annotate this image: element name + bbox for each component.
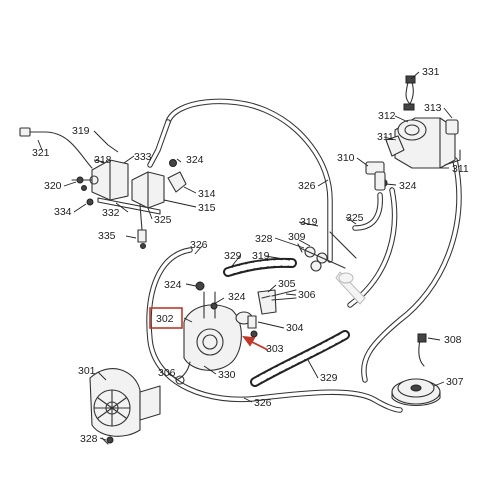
label-309: 309 — [288, 231, 306, 243]
thermostat-305 — [257, 289, 277, 315]
label-315: 315 — [198, 202, 216, 214]
label-311: 311 — [452, 163, 469, 175]
fitting-335 — [137, 204, 147, 249]
valve-block-309 — [297, 231, 357, 272]
label-324: 324 — [186, 154, 204, 166]
label-324: 324 — [228, 291, 246, 303]
label-319: 319 — [252, 250, 270, 262]
label-324: 324 — [164, 279, 182, 291]
label-331: 331 — [422, 66, 440, 78]
label-329: 329 — [224, 250, 242, 262]
label-304: 304 — [286, 322, 304, 334]
label-332: 332 — [102, 207, 120, 219]
label-305: 305 — [278, 278, 296, 290]
seal-304 — [235, 311, 258, 338]
label-319: 319 — [72, 125, 90, 137]
label-314: 314 — [198, 188, 216, 200]
label-328: 328 — [80, 433, 98, 445]
hose-329-upper — [223, 257, 297, 277]
heater-302 — [175, 281, 242, 385]
solenoid-valve-left — [71, 159, 129, 201]
leader-lines — [37, 71, 453, 441]
part-labels: 331 312 313 311 311 310 324 319 321 318 … — [32, 66, 469, 445]
connector-faded — [335, 271, 366, 305]
flowmeter-307 — [391, 378, 441, 407]
label-326: 326 — [298, 180, 316, 192]
label-326: 326 — [254, 397, 272, 409]
label-326: 326 — [190, 239, 208, 251]
label-330: 330 — [218, 369, 236, 381]
label-306: 306 — [298, 289, 316, 301]
hose-326-upper — [147, 98, 333, 263]
fan-301 — [89, 368, 161, 445]
label-312: 312 — [378, 110, 396, 122]
hose-325-right — [352, 192, 383, 231]
label-320: 320 — [44, 180, 62, 192]
hose-326-lower — [146, 247, 403, 413]
sensor-321 — [19, 127, 93, 169]
pump-connector-331 — [403, 75, 416, 111]
label-324: 324 — [399, 180, 417, 192]
label-306: 306 — [158, 367, 176, 379]
connector-308 — [417, 333, 427, 367]
wire-306 — [271, 289, 297, 301]
label-303: 303 — [266, 343, 284, 355]
label-319: 319 — [300, 216, 318, 228]
label-313: 313 — [424, 102, 442, 114]
hose-to-flowmeter — [361, 157, 462, 383]
label-308: 308 — [444, 334, 462, 346]
hose-329-lower — [250, 330, 350, 387]
highlight-box-302 — [149, 307, 183, 329]
label-301: 301 — [78, 365, 96, 377]
pump-fitting-310 — [365, 161, 388, 191]
label-321: 321 — [32, 147, 50, 159]
solenoid-valve-right — [131, 171, 165, 209]
label-318: 318 — [94, 154, 112, 166]
elbow-314 — [167, 159, 187, 193]
label-307: 307 — [446, 376, 464, 388]
label-329: 329 — [320, 372, 338, 384]
pump-assembly — [385, 117, 461, 169]
hose-326-right — [347, 187, 398, 308]
label-333: 333 — [134, 151, 152, 163]
valve-bracket-332 — [81, 185, 161, 215]
label-310: 310 — [337, 152, 355, 164]
label-325: 325 — [154, 214, 172, 226]
label-325: 325 — [346, 212, 364, 224]
label-335: 335 — [98, 230, 116, 242]
label-311: 311 — [377, 131, 394, 143]
pointer-arrow — [242, 335, 269, 351]
label-328: 328 — [255, 233, 273, 245]
label-334: 334 — [54, 206, 72, 218]
label-302: 302 — [156, 313, 174, 325]
